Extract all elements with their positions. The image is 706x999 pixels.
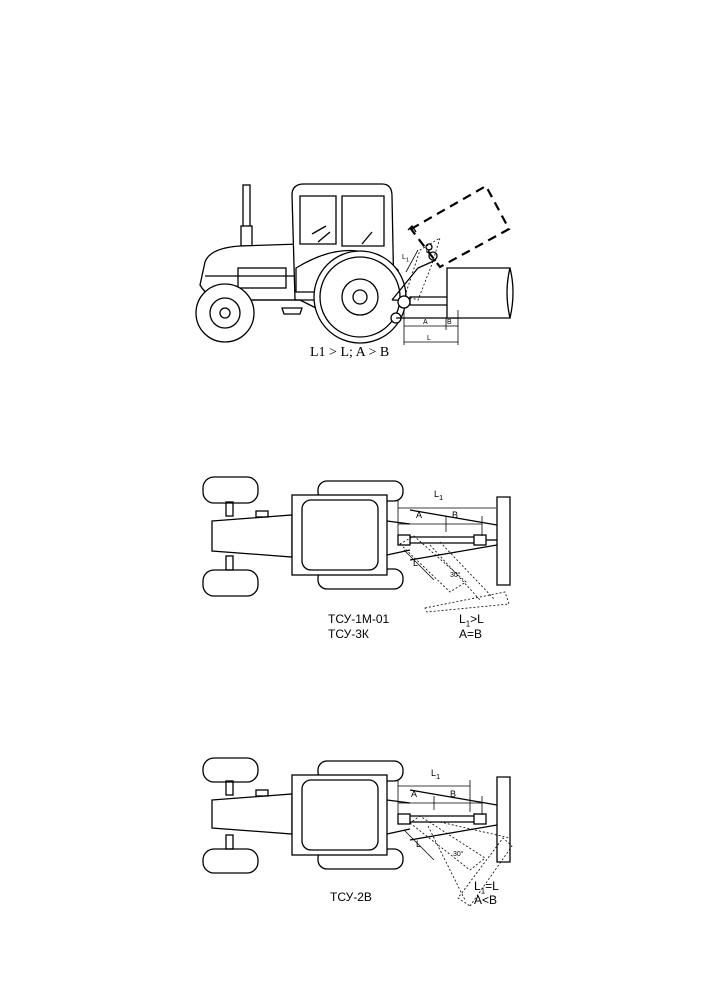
cab-top-3 bbox=[291, 774, 388, 856]
figure2-angle: 30° bbox=[450, 572, 461, 579]
cab-top bbox=[291, 494, 388, 576]
joint-left bbox=[397, 534, 411, 546]
seat bbox=[361, 231, 373, 245]
figure1-dim-A: A bbox=[423, 319, 428, 326]
figure2-dim-L: L bbox=[413, 558, 419, 568]
swung-shaft-dotted bbox=[399, 535, 467, 593]
engine-grille bbox=[237, 267, 287, 289]
joint-arrow bbox=[407, 224, 417, 233]
figure2-model-2: ТСУ-3К bbox=[328, 627, 369, 641]
joint-left-3 bbox=[397, 813, 411, 825]
cab-window-rear bbox=[341, 195, 385, 247]
swung-shaft-dotted-3 bbox=[409, 815, 486, 871]
figure3-condition-2: A<B bbox=[474, 893, 498, 907]
step bbox=[281, 307, 303, 315]
implement-top-3 bbox=[496, 776, 511, 863]
front-wheel-top bbox=[202, 476, 259, 504]
figure1-dim-L: L bbox=[427, 335, 431, 342]
figure3-model-1: ТСУ-2В bbox=[330, 890, 372, 904]
hood-top-3 bbox=[211, 793, 293, 835]
steering-wheel bbox=[311, 225, 331, 243]
figure1-dim-L1: L1 bbox=[402, 254, 410, 264]
figure2-condition-1: L1>L bbox=[459, 612, 484, 629]
dim-L1-line bbox=[405, 249, 419, 273]
joint-right-3 bbox=[473, 813, 487, 825]
figure1-dim-B: B bbox=[447, 319, 452, 326]
dim-L-line-2 bbox=[403, 549, 435, 581]
cab-window-front bbox=[299, 195, 337, 245]
shaft-top bbox=[410, 536, 474, 544]
figure3-angle: 30° bbox=[453, 851, 464, 858]
figure3-dim-A: A bbox=[411, 789, 418, 799]
swung-implement-dotted-3 bbox=[457, 837, 513, 907]
figure2-condition-2: A=B bbox=[459, 627, 483, 641]
figure2-dim-A: A bbox=[416, 510, 423, 520]
figure3-dim-B: B bbox=[450, 789, 457, 799]
upper-link bbox=[391, 259, 437, 301]
raised-shaft-dotted bbox=[404, 237, 441, 301]
raised-implement-dashed bbox=[409, 184, 511, 269]
figure2-dim-L1: L1 bbox=[434, 489, 444, 502]
figure1-condition: L1 > L; A > B bbox=[310, 345, 390, 360]
front-wheel-bottom-3 bbox=[202, 848, 259, 874]
figure3-condition-1: L1=L bbox=[474, 879, 499, 896]
implement-top bbox=[496, 496, 511, 586]
figure1-angle: α bbox=[426, 248, 431, 255]
figure3-dim-L1: L1 bbox=[431, 768, 441, 781]
front-wheel bbox=[195, 283, 255, 343]
figure2-dim-B: B bbox=[452, 510, 459, 520]
lower-links-3 bbox=[409, 789, 498, 841]
lower-links bbox=[409, 509, 498, 561]
figure3-dim-L: L bbox=[416, 839, 422, 849]
figure2-model-1: ТСУ-1М-01 bbox=[328, 612, 390, 626]
dim-L-line-3 bbox=[403, 829, 435, 861]
shaft-top-3 bbox=[410, 815, 474, 823]
front-wheel-top-3 bbox=[202, 757, 259, 783]
